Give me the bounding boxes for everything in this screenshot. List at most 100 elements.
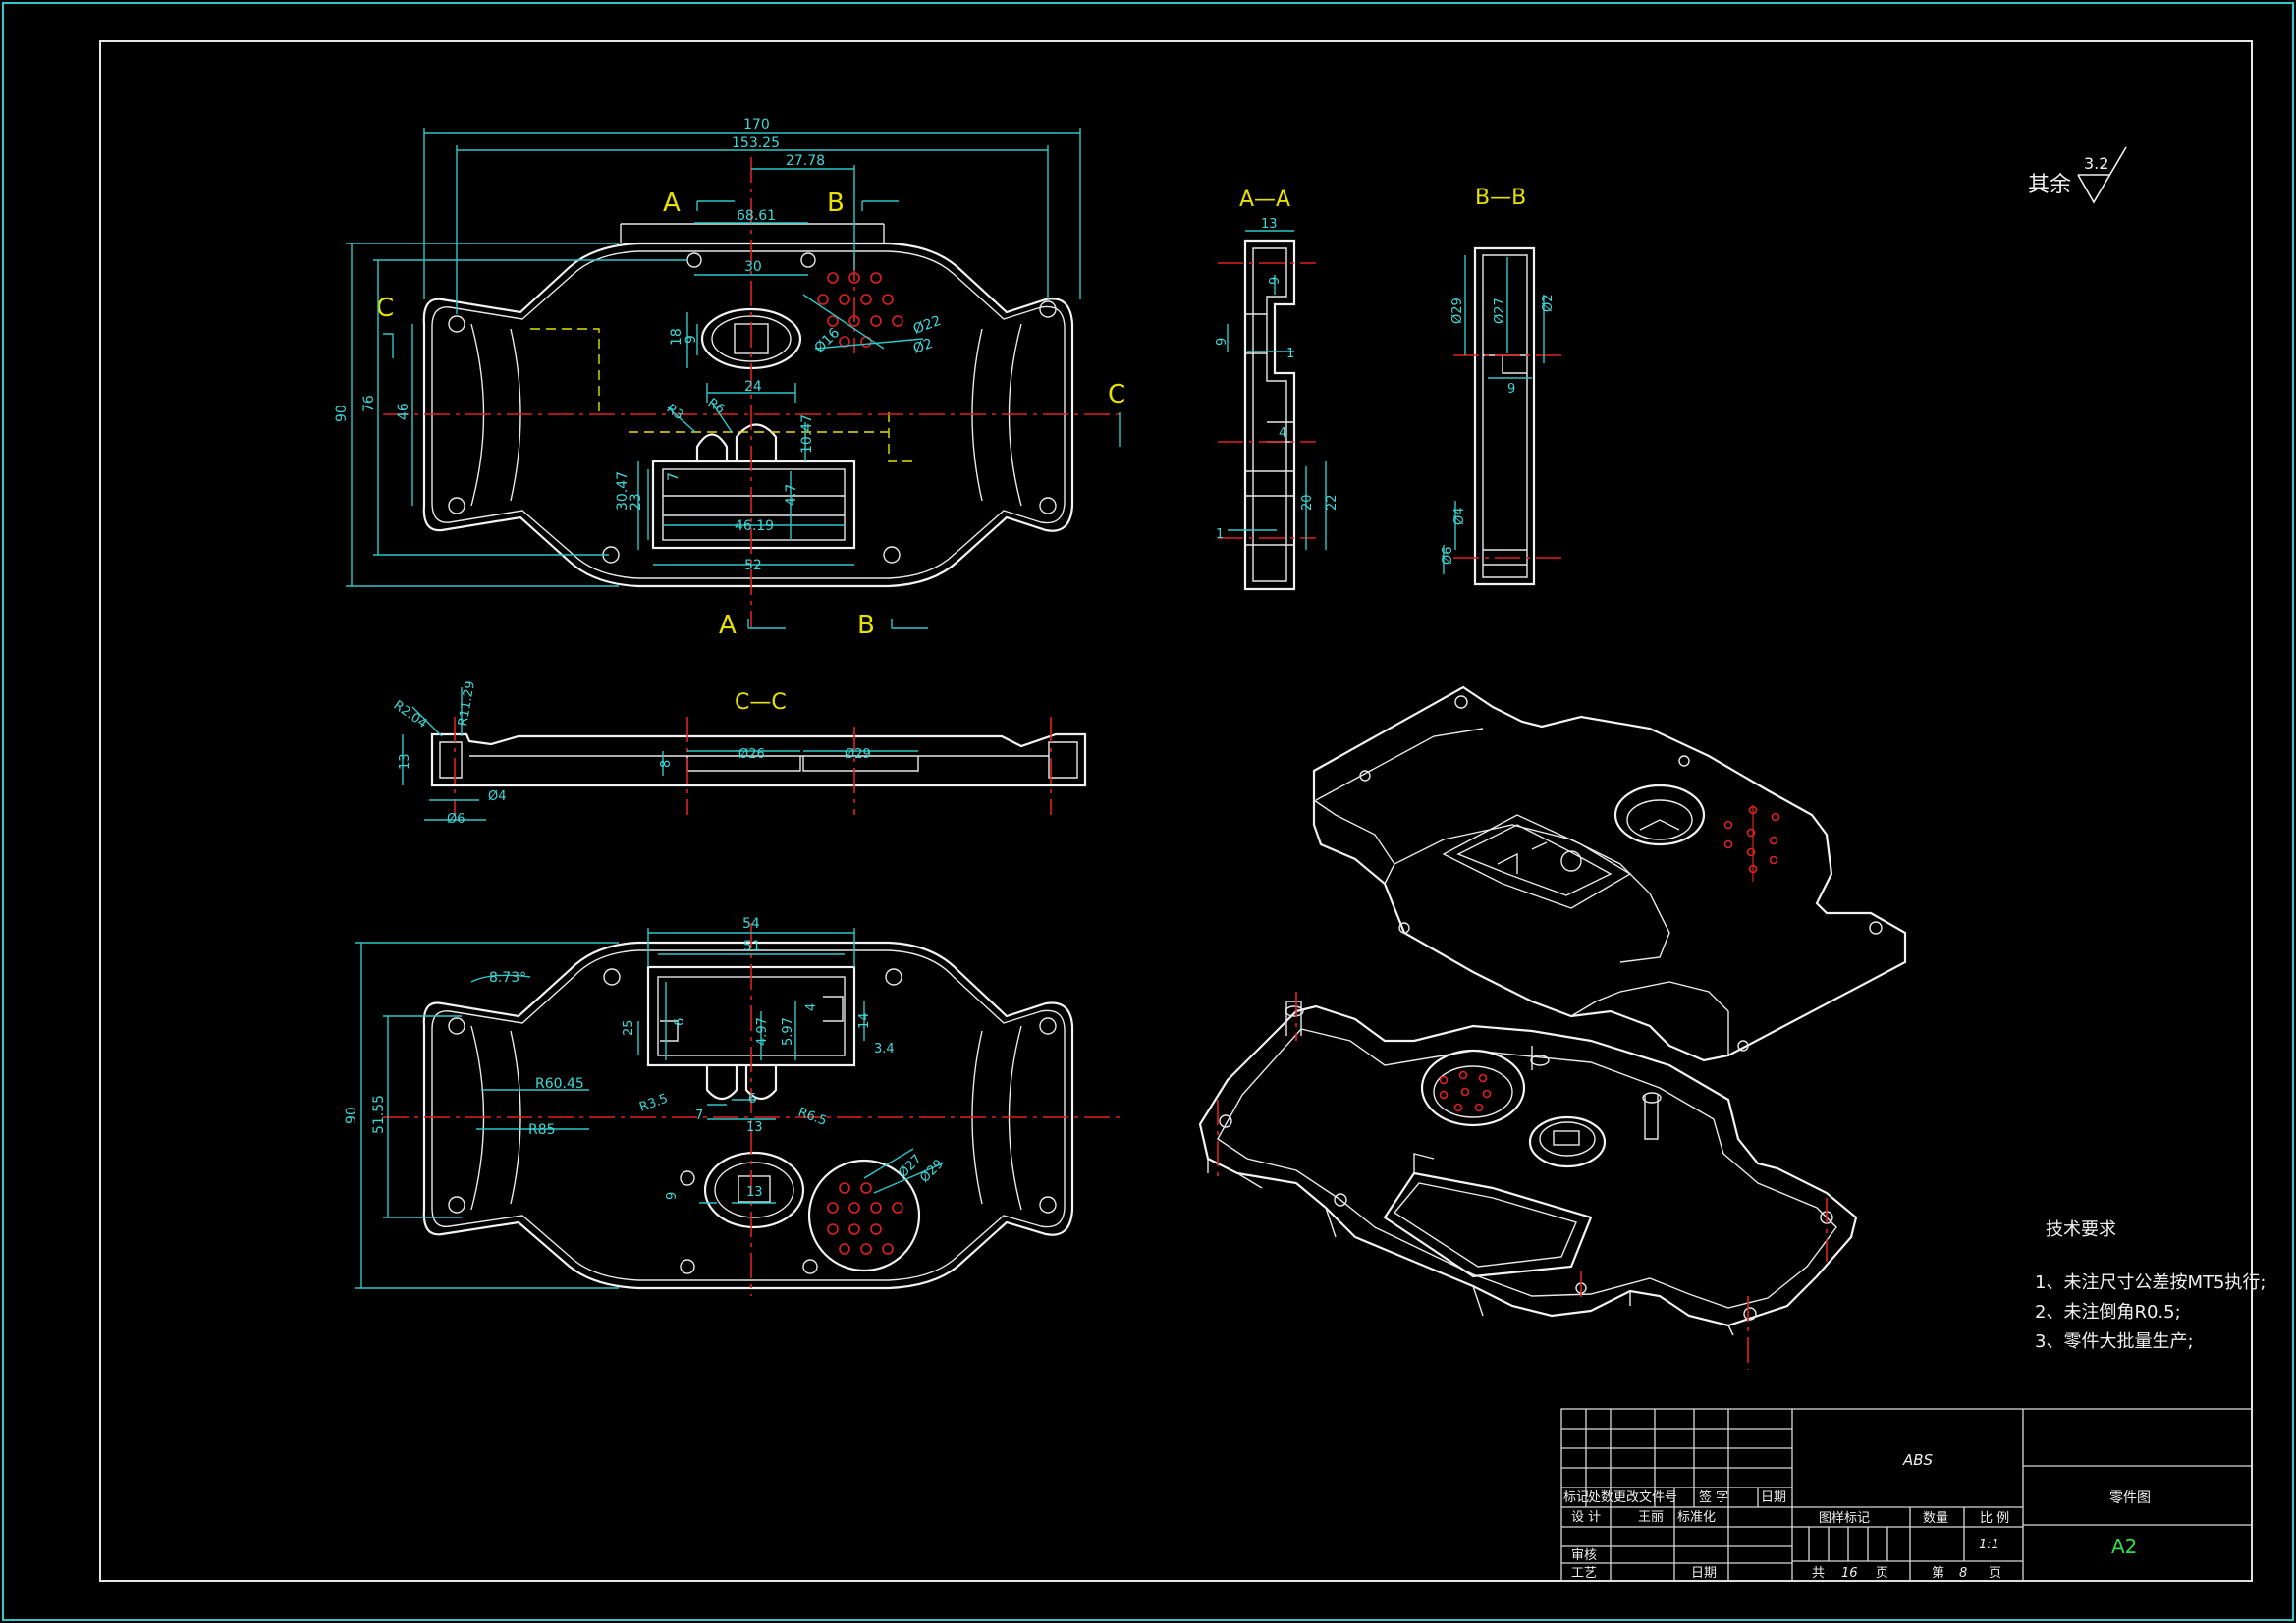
dim-7: 7 — [666, 472, 682, 481]
bv-dim-6b: 6 — [748, 1092, 756, 1107]
section-aa: A—A 13 9 9 1 4 20 22 1 — [1215, 188, 1339, 591]
tb-total-pre: 共 — [1812, 1566, 1825, 1581]
tb-check: 审核 — [1571, 1548, 1597, 1563]
bottom-view: 54 51 8.73° 25 6 4.97 5.97 4 14 3.4 90 5… — [344, 916, 1120, 1296]
bv-dim-r85: R85 — [528, 1122, 556, 1138]
bv-dim-r3-5: R3.5 — [637, 1091, 670, 1114]
note-2: 2、未注倒角R0.5; — [2035, 1302, 2181, 1323]
cc-dim-r11-29: R11.29 — [456, 680, 478, 728]
bb-dim-9: 9 — [1507, 382, 1515, 397]
tb-page-suf: 页 — [1989, 1566, 2001, 1581]
bv-dim-5-97: 5.97 — [781, 1017, 795, 1046]
tb-qty-label: 数量 — [1923, 1511, 1948, 1526]
bv-dim-51: 51 — [743, 939, 761, 954]
bv-dim-13b: 13 — [746, 1185, 763, 1200]
aa-dim-9b: 9 — [1215, 338, 1230, 346]
dim-27-78: 27.78 — [786, 153, 825, 169]
section-cc-title: C—C — [735, 690, 787, 715]
bb-dim-dia29: Ø29 — [1450, 298, 1465, 324]
top-view: A B A B C C 170 153.25 27.78 68.61 30 18… — [334, 117, 1125, 640]
section-label-c-left: C — [376, 294, 394, 323]
dim-52: 52 — [744, 558, 762, 573]
section-label-a-bottom: A — [719, 611, 737, 640]
aa-dim-13: 13 — [1261, 217, 1278, 232]
dim-18: 18 — [669, 328, 684, 346]
cc-dim-dia29: Ø29 — [845, 747, 871, 762]
dim-30: 30 — [744, 259, 762, 275]
notes-heading: 技术要求 — [2046, 1219, 2116, 1240]
cc-dim-dia6: Ø6 — [447, 812, 465, 827]
tb-header-count: 处数 — [1588, 1490, 1613, 1505]
dim-68-61: 68.61 — [737, 208, 776, 224]
isometric-view-top-cover — [1312, 685, 1907, 1062]
bv-dim-r60-45: R60.45 — [535, 1076, 584, 1092]
bb-dim-dia2: Ø2 — [1541, 294, 1556, 312]
isometric-view-bottom-shell — [1198, 992, 1858, 1370]
tb-header-date: 日期 — [1761, 1490, 1786, 1505]
section-label-b-bottom: B — [857, 611, 875, 640]
tb-design-label: 设 计 — [1571, 1510, 1601, 1525]
drawing-frame — [99, 40, 2253, 1582]
cc-dim-13: 13 — [398, 753, 412, 770]
speaker-holes — [817, 272, 903, 348]
aa-dim-22: 22 — [1325, 494, 1339, 511]
section-label-c-right: C — [1108, 380, 1125, 409]
section-bb-title: B—B — [1475, 186, 1526, 210]
bv-dim-9: 9 — [665, 1192, 680, 1200]
dim-46-19: 46.19 — [735, 518, 774, 534]
dim-30-47: 30.47 — [615, 471, 630, 511]
bv-dim-r6-5: R6.5 — [796, 1106, 829, 1129]
tb-page-pre: 第 — [1932, 1566, 1944, 1581]
bv-dim-54: 54 — [742, 916, 760, 932]
roughness-value: 3.2 — [2084, 154, 2108, 173]
dim-dia22: Ø22 — [911, 313, 944, 338]
surface-roughness: 其余 3.2 — [2028, 146, 2127, 204]
bv-dim-14: 14 — [857, 1012, 872, 1029]
aa-dim-1: 1 — [1286, 347, 1294, 361]
title-block: 标记 处数 更改文件号 签 字 日期 设 计 王丽 标准化 审核 工艺 日期 A… — [1560, 1408, 2253, 1582]
bb-dim-dia6: Ø6 — [1441, 546, 1455, 565]
section-aa-title: A—A — [1239, 188, 1290, 212]
bv-dim-4-97: 4.97 — [755, 1017, 770, 1046]
dim-24: 24 — [744, 379, 762, 395]
cc-dim-8: 8 — [659, 760, 674, 768]
bv-dim-3-4: 3.4 — [874, 1042, 895, 1056]
dim-76: 76 — [361, 395, 377, 412]
aa-dim-9a: 9 — [1268, 277, 1283, 285]
aa-dim-20: 20 — [1300, 494, 1315, 511]
tb-drawing-name: 零件图 — [2109, 1490, 2151, 1506]
bv-dim-13: 13 — [746, 1120, 763, 1135]
aa-dim-4: 4 — [1279, 426, 1286, 441]
tb-process: 工艺 — [1571, 1566, 1597, 1581]
tb-header-change: 更改文件号 — [1613, 1490, 1677, 1505]
section-cc: C—C R2.04 R11.29 13 8 Ø26 Ø29 Ø4 Ø6 — [391, 680, 1087, 827]
tb-material: ABS — [1902, 1451, 1934, 1469]
bb-dim-dia4: Ø4 — [1452, 507, 1467, 525]
aa-dim-1b: 1 — [1216, 527, 1224, 542]
roughness-label: 其余 — [2028, 173, 2071, 197]
tb-scale: 1:1 — [1979, 1538, 1999, 1552]
section-bb: B—B Ø29 Ø27 Ø2 9 Ø4 Ø6 — [1441, 186, 1561, 586]
dim-10-47: 10.47 — [799, 414, 815, 454]
bv-dim-51-55: 51.55 — [371, 1095, 387, 1134]
tb-designer: 王丽 — [1638, 1510, 1664, 1525]
tb-standardization: 标准化 — [1677, 1510, 1716, 1525]
note-3: 3、零件大批量生产; — [2035, 1331, 2194, 1352]
tb-total: 16 — [1841, 1566, 1858, 1581]
dim-4-7: 4.7 — [784, 484, 799, 506]
note-1: 1、未注尺寸公差按MT5执行; — [2035, 1272, 2267, 1293]
tb-total-suf: 页 — [1876, 1566, 1888, 1581]
tb-date: 日期 — [1691, 1566, 1717, 1581]
cc-dim-dia4: Ø4 — [488, 789, 507, 804]
iso-speaker-holes — [1723, 805, 1780, 882]
iso-bottom-speaker-holes — [1439, 1070, 1492, 1112]
bv-dim-90: 90 — [344, 1107, 359, 1124]
dim-90-top: 90 — [334, 405, 350, 422]
dim-153-25: 153.25 — [732, 135, 780, 151]
bb-dim-dia27: Ø27 — [1493, 298, 1507, 324]
tb-header-sign: 签 字 — [1699, 1489, 1728, 1505]
dim-23: 23 — [629, 493, 644, 511]
bv-dim-25: 25 — [622, 1019, 636, 1036]
